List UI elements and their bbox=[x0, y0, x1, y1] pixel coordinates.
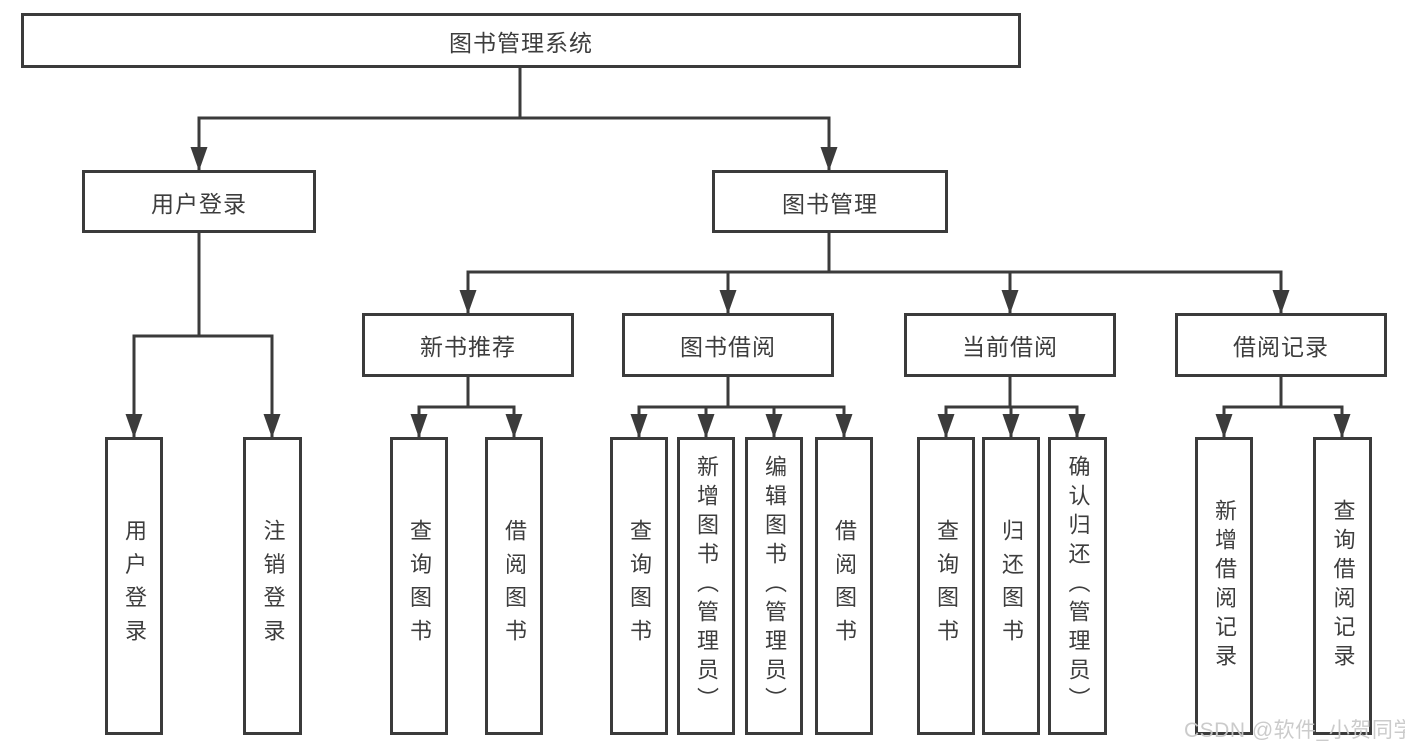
leaf-return-books: 归还图书 bbox=[982, 437, 1040, 735]
node-label: 用户登录 bbox=[122, 519, 147, 653]
connector-book-management-branch bbox=[459, 233, 1290, 314]
connector-current-borrow-branch bbox=[937, 377, 1086, 438]
node-label: 归还图书 bbox=[999, 519, 1024, 653]
node-book-management: 图书管理 bbox=[712, 170, 948, 233]
node-label: 图书管理系统 bbox=[449, 29, 593, 56]
node-label: 借阅记录 bbox=[1233, 334, 1329, 360]
node-label: 图书管理 bbox=[782, 190, 878, 217]
node-label: 借阅图书 bbox=[832, 519, 857, 653]
node-label: 当前借阅 bbox=[962, 334, 1058, 360]
leaf-borrow-books: 借阅图书 bbox=[815, 437, 873, 735]
leaf-add-borrow-record: 新增借阅记录 bbox=[1195, 437, 1253, 735]
leaf-query-books-borrowing: 查询图书 bbox=[610, 437, 668, 735]
node-label: 查询借阅记录 bbox=[1330, 498, 1356, 674]
node-label: 注销登录 bbox=[260, 519, 286, 653]
node-library-system: 图书管理系统 bbox=[21, 13, 1021, 68]
node-label: 编辑图书（管理员） bbox=[762, 455, 787, 717]
leaf-query-books-recommend: 查询图书 bbox=[390, 437, 448, 735]
connector-new-book-branch bbox=[410, 377, 523, 438]
node-borrowing-records: 借阅记录 bbox=[1175, 313, 1387, 377]
node-user-login: 用户登录 bbox=[82, 170, 316, 233]
node-label: 查询图书 bbox=[407, 519, 432, 653]
node-label: 用户登录 bbox=[151, 190, 247, 217]
node-label: 新书推荐 bbox=[420, 334, 516, 360]
connector-user-login-branch bbox=[125, 233, 281, 438]
csdn-watermark: CSDN @软件_小贺同学 bbox=[1184, 719, 1405, 742]
connector-root-to-level1 bbox=[190, 68, 838, 171]
connector-book-borrow-branch bbox=[630, 377, 853, 438]
leaf-edit-book-admin: 编辑图书（管理员） bbox=[745, 437, 803, 735]
node-label: 查询图书 bbox=[934, 519, 959, 653]
leaf-add-book-admin: 新增图书（管理员） bbox=[677, 437, 735, 735]
node-label: 图书借阅 bbox=[680, 334, 776, 360]
node-label: 新增图书（管理员） bbox=[694, 455, 719, 717]
leaf-query-borrow-record: 查询借阅记录 bbox=[1313, 437, 1372, 735]
leaf-logout: 注销登录 bbox=[243, 437, 302, 735]
leaf-borrow-books-recommend: 借阅图书 bbox=[485, 437, 543, 735]
connector-borrow-records-branch bbox=[1215, 377, 1351, 438]
node-new-book-recommend: 新书推荐 bbox=[362, 313, 574, 377]
node-label: 确认归还（管理员） bbox=[1065, 455, 1091, 717]
node-label: 查询图书 bbox=[627, 519, 652, 653]
node-label: 借阅图书 bbox=[502, 519, 527, 653]
node-current-borrowing: 当前借阅 bbox=[904, 313, 1116, 377]
node-book-borrowing: 图书借阅 bbox=[622, 313, 834, 377]
leaf-user-login: 用户登录 bbox=[105, 437, 163, 735]
leaf-query-books-current: 查询图书 bbox=[917, 437, 975, 735]
node-label: 新增借阅记录 bbox=[1212, 498, 1237, 674]
leaf-confirm-return-admin: 确认归还（管理员） bbox=[1048, 437, 1107, 735]
